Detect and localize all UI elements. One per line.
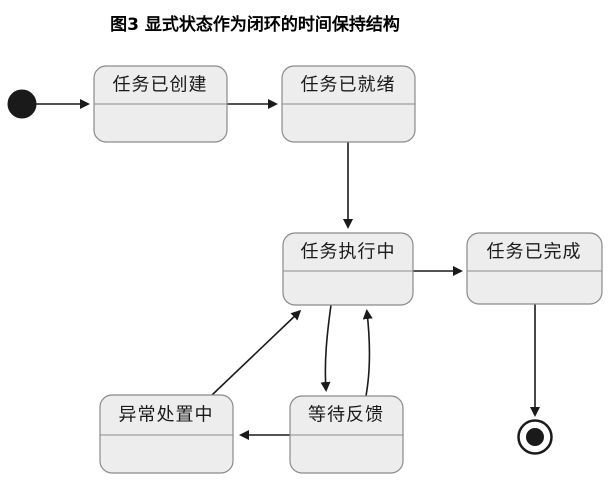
state-label: 任务执行中 <box>301 242 396 263</box>
state-task-ready: 任务已就绪 <box>281 65 416 143</box>
state-task-executing: 任务执行中 <box>282 232 414 306</box>
state-exception-handling: 异常处置中 <box>99 394 234 474</box>
state-task-created: 任务已创建 <box>93 65 228 143</box>
initial-state-icon <box>7 89 37 119</box>
figure-title: 图3 显式状态作为闭环的时间保持结构 <box>110 14 400 35</box>
state-label: 异常处置中 <box>119 405 214 426</box>
state-waiting-feedback: 等待反馈 <box>289 395 404 474</box>
state-label: 任务已完成 <box>487 242 582 263</box>
state-label: 任务已创建 <box>113 75 208 96</box>
edge-exception-to-executing <box>211 309 302 396</box>
state-box <box>99 394 234 474</box>
state-box <box>466 232 603 305</box>
final-state-inner-dot <box>526 428 544 446</box>
state-box <box>282 232 414 306</box>
state-label: 任务已就绪 <box>301 75 396 96</box>
final-state-icon <box>517 419 553 455</box>
edge-waiting-to-executing <box>362 309 373 397</box>
state-label: 等待反馈 <box>308 405 384 426</box>
edge-executing-to-waiting <box>320 304 332 392</box>
state-task-completed: 任务已完成 <box>466 232 603 305</box>
